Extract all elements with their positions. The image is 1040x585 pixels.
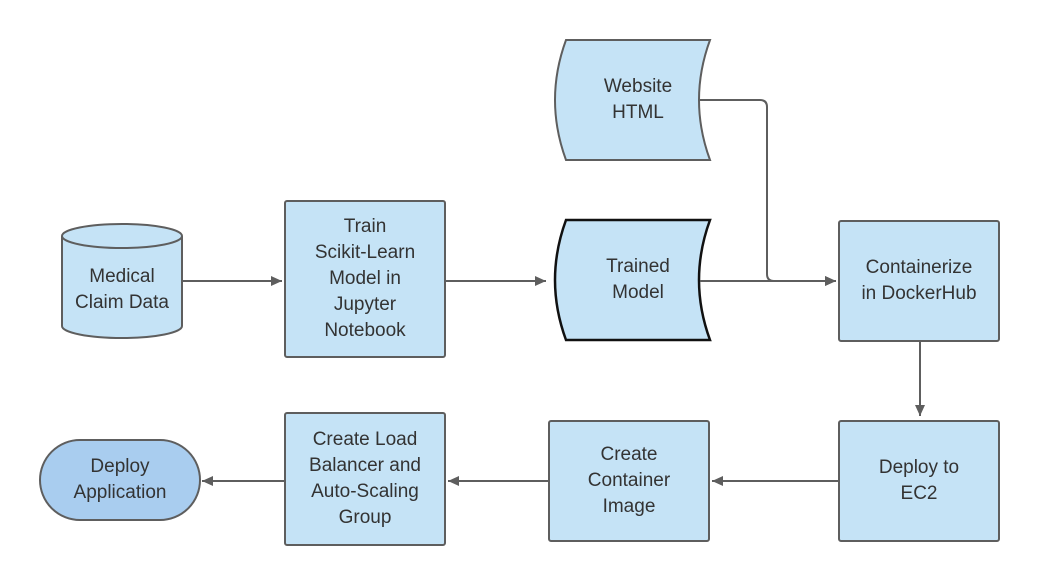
trained-model-node: Trained Model — [558, 240, 718, 320]
containerize-node: Containerize in DockerHub — [838, 220, 1000, 342]
trained-model-shape — [553, 218, 712, 342]
train-model-label: Train Scikit-Learn Model in Jupyter Note… — [314, 216, 416, 341]
create-load-balancer-node: Create Load Balancer and Auto-Scaling Gr… — [284, 412, 446, 546]
create-container-image-label: Create Container Image — [587, 444, 671, 517]
deploy-ec2-node: Deploy to EC2 — [838, 420, 1000, 542]
website-html-shape — [554, 39, 712, 161]
deploy-ec2-label: Deploy to EC2 — [878, 457, 960, 504]
website-html-label: Website HTML — [603, 76, 673, 123]
medical-claim-data-label: Medical Claim Data — [75, 266, 169, 313]
website-html-node: Website HTML — [558, 60, 718, 140]
trained-model-label: Trained Model — [606, 256, 670, 303]
create-container-image-node: Create Container Image — [548, 420, 710, 542]
create-load-balancer-label: Create Load Balancer and Auto-Scaling Gr… — [309, 429, 421, 528]
deploy-application-shape — [39, 439, 201, 521]
deploy-application-node: Deploy Application — [40, 440, 200, 520]
deploy-application-label: Deploy Application — [73, 456, 167, 503]
medical-claim-data-node: Medical Claim Data — [62, 250, 182, 330]
edge-website-to-containerize — [700, 99, 836, 286]
medical-claim-data-shape — [61, 223, 183, 339]
train-model-node: Train Scikit-Learn Model in Jupyter Note… — [284, 200, 446, 358]
containerize-label: Containerize in DockerHub — [861, 257, 977, 304]
